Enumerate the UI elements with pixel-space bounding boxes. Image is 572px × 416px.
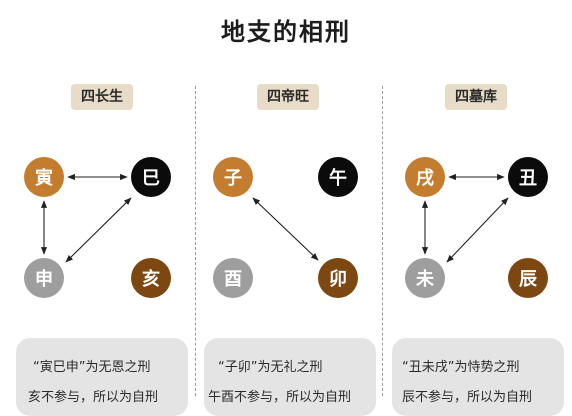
divider-left (195, 86, 196, 396)
note-line-1: “子卯”为无礼之刑 (218, 360, 323, 375)
arrow-wei-chou (446, 197, 509, 263)
page-title: 地支的相刑 (221, 18, 351, 46)
node-xu: 戌 (405, 157, 445, 197)
node-you: 酉 (213, 258, 253, 298)
node-mao: 卯 (318, 258, 358, 298)
node-wu: 午 (318, 157, 358, 197)
note-line-2: 辰不参与，所以为自刑 (402, 390, 533, 405)
note-line-1: “寅巳申”为无恩之刑 (33, 360, 151, 375)
node-wei: 未 (405, 258, 445, 298)
arrow-shen-si (65, 197, 132, 263)
arrow-zi-mao (252, 197, 319, 261)
note-line-1: “丑未戌”为恃势之刑 (402, 360, 520, 375)
panel-tag-changsheng: 四长生 (71, 84, 133, 110)
note-line-2: 午酉不参与，所以为自刑 (208, 390, 352, 405)
note-line-2: 亥不参与，所以为自刑 (28, 390, 159, 405)
note-box-muku (392, 338, 564, 416)
panel-tag-diwang: 四帝旺 (257, 84, 319, 110)
node-shen: 申 (24, 258, 64, 298)
panel-tag-muku: 四墓库 (445, 84, 507, 110)
node-zi: 子 (213, 157, 253, 197)
divider-right (382, 86, 383, 396)
node-chou: 丑 (508, 157, 548, 197)
node-si: 巳 (131, 157, 171, 197)
note-box-changsheng (16, 338, 188, 416)
note-box-diwang (204, 338, 376, 416)
node-yin: 寅 (24, 157, 64, 197)
node-hai: 亥 (131, 258, 171, 298)
node-chen: 辰 (508, 258, 548, 298)
